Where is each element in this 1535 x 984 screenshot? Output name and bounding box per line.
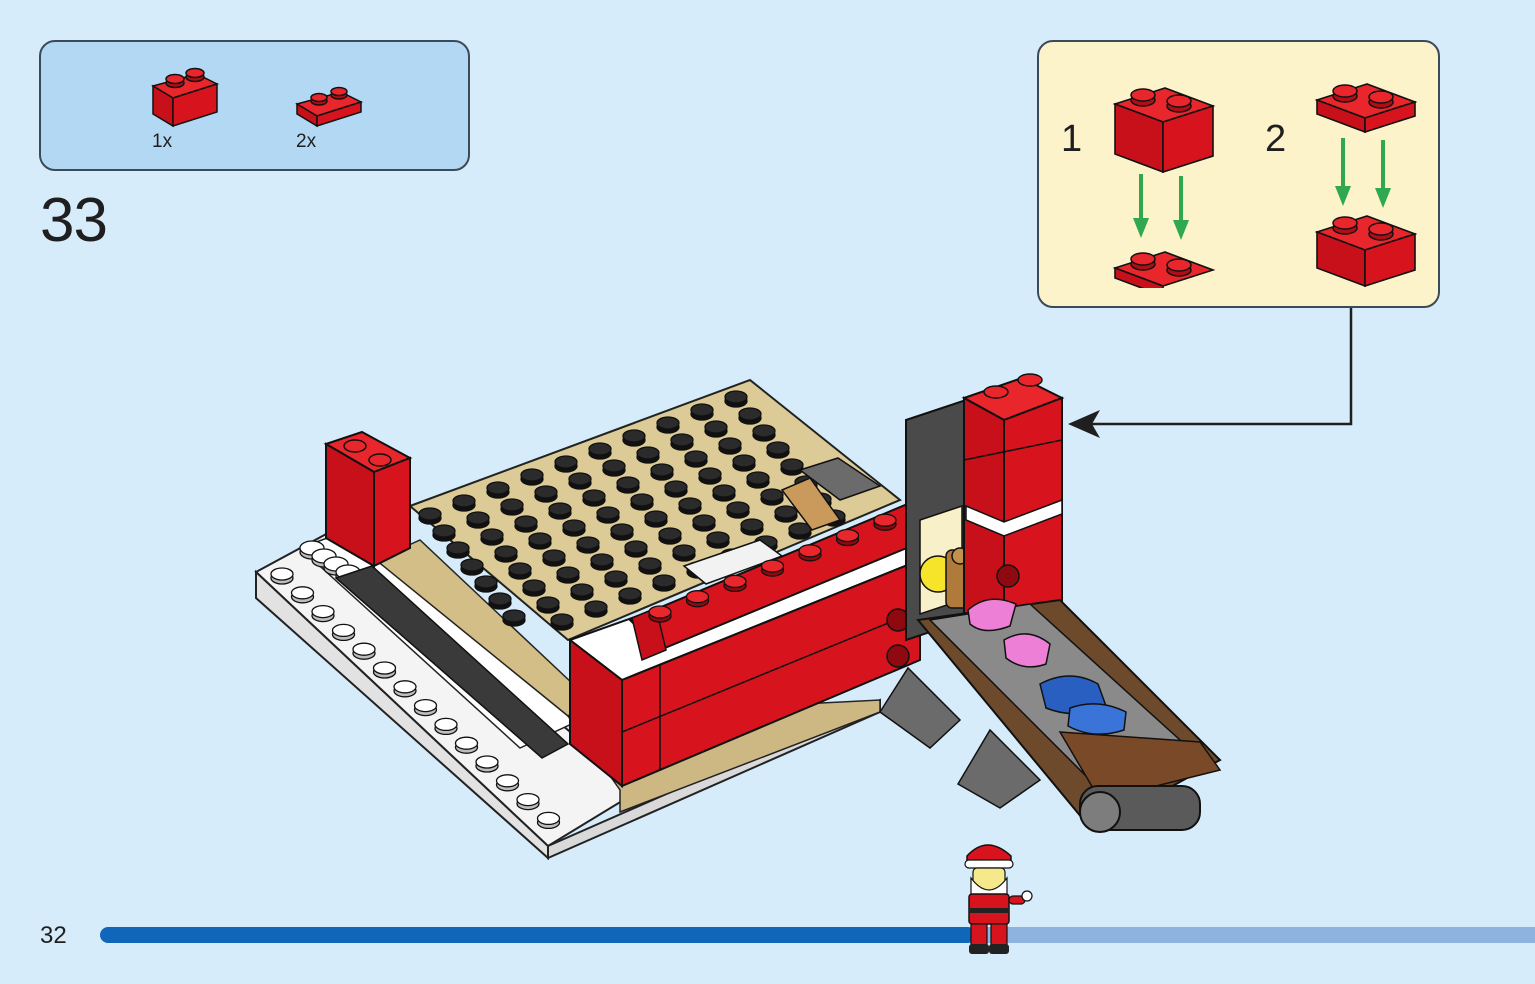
brick-onto-plate-icon (1112, 87, 1216, 288)
progress-bar (100, 927, 1535, 943)
callout-connector-arrow (1068, 308, 1353, 438)
red-brick-1x2-icon (151, 67, 219, 128)
red-column-right (961, 373, 1065, 642)
progress-bar-fill (100, 927, 976, 943)
subassembly-callout: 1 2 (1037, 40, 1440, 308)
santa-minifigure-icon (964, 844, 1033, 954)
grey-tile (682, 457, 882, 585)
part-qty-brick: 1x (152, 131, 173, 152)
step-number: 33 (40, 186, 108, 255)
parts-list-box: 1x 2x (39, 40, 470, 171)
conveyor-ramp (878, 598, 1222, 833)
red-column-left (323, 430, 413, 568)
page-number: 32 (40, 922, 67, 949)
substep-2-number: 2 (1265, 118, 1287, 160)
doorway (905, 398, 975, 642)
dark-groove (334, 565, 570, 759)
toys (967, 598, 1127, 735)
red-plate-1x2-icon (295, 86, 363, 128)
part-qty-plate: 2x (296, 131, 317, 152)
red-front-wall (567, 480, 961, 789)
plate-onto-brick-icon (1314, 83, 1418, 288)
substep-1-number: 1 (1061, 118, 1083, 160)
